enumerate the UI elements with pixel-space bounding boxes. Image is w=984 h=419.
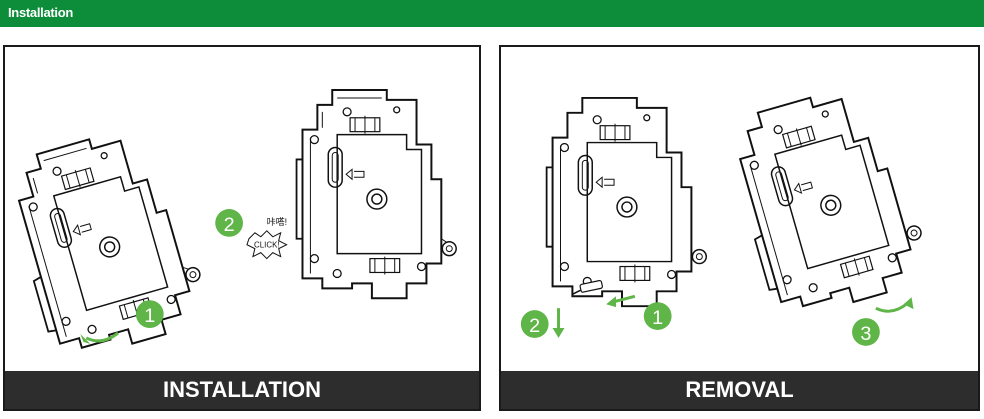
rotate-arrow-icon-2 bbox=[903, 297, 914, 310]
section-title: Installation bbox=[8, 5, 74, 20]
step-2-label: 2 bbox=[224, 214, 235, 236]
click-text: CLICK! bbox=[254, 241, 280, 250]
installation-panel: 1 2 咔嗒! CLICK! INSTALLATION bbox=[3, 45, 481, 411]
installation-illustration: 1 2 咔嗒! CLICK! bbox=[7, 89, 458, 364]
removal-footer: REMOVAL bbox=[501, 371, 978, 409]
chinese-click-text: 咔嗒! bbox=[267, 216, 287, 227]
removal-step-2-badge bbox=[520, 310, 549, 338]
rotate-arrow-icon bbox=[80, 333, 91, 344]
push-arrow-icon bbox=[606, 296, 617, 308]
removal-step-2-label: 2 bbox=[529, 315, 540, 337]
removal-illustration: 1 2 3 bbox=[520, 77, 936, 346]
installation-footer: INSTALLATION bbox=[5, 371, 479, 409]
screwdriver-icon bbox=[572, 279, 603, 295]
removal-step-3-badge bbox=[852, 318, 880, 346]
step-2-badge bbox=[215, 209, 243, 237]
down-arrow-icon bbox=[552, 328, 565, 338]
click-burst-icon bbox=[246, 230, 288, 260]
step-1-badge bbox=[135, 300, 164, 329]
removal-panel: 1 2 3 REMOVAL bbox=[499, 45, 980, 411]
removal-step-1-badge bbox=[643, 302, 672, 330]
removal-step-3-label: 3 bbox=[860, 323, 871, 345]
step-1-label: 1 bbox=[144, 305, 155, 327]
removal-step-1-label: 1 bbox=[652, 307, 663, 329]
section-header-bar: Installation bbox=[0, 0, 984, 27]
